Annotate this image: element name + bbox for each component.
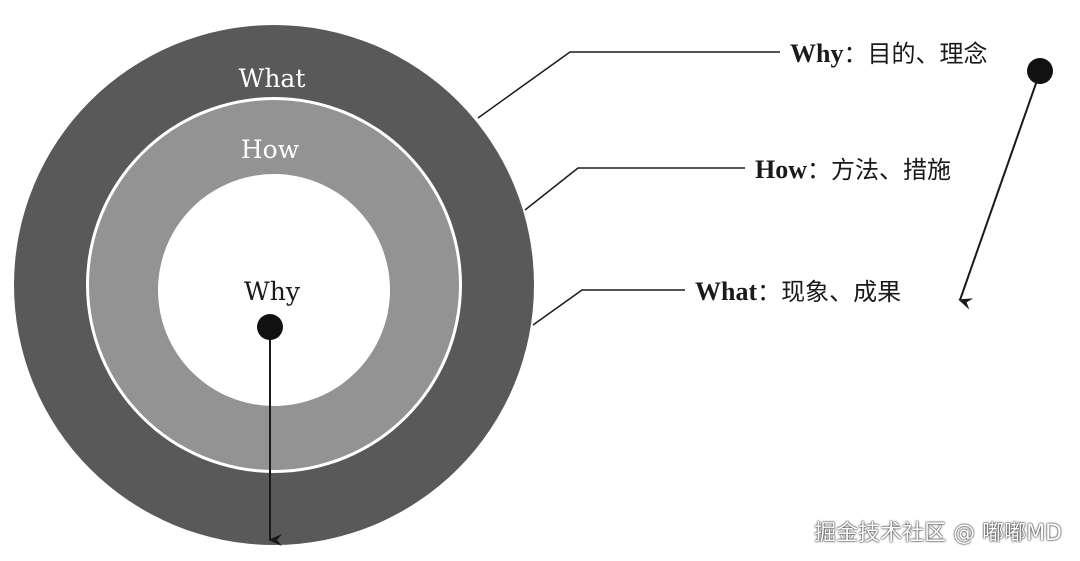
callout-why-desc: ：目的、理念 xyxy=(843,40,987,68)
center-dot xyxy=(257,314,283,340)
leader-line-how xyxy=(524,167,745,211)
sequence-start-dot xyxy=(1027,58,1053,84)
watermark-text: 掘金技术社区 @ 嘟嘟MD xyxy=(814,521,1062,546)
leader-line-what xyxy=(532,289,685,326)
sequence-arrow-line xyxy=(958,71,1041,310)
callout-how-term: How xyxy=(755,155,807,184)
callout-what: What：现象、成果 xyxy=(695,277,901,306)
callout-how: How：方法、措施 xyxy=(755,155,951,184)
ring-label-what: What xyxy=(239,64,306,93)
callout-why: Why：目的、理念 xyxy=(790,39,987,68)
callout-what-desc: ：现象、成果 xyxy=(757,278,901,306)
leader-line-why xyxy=(477,51,780,119)
callout-how-desc: ：方法、措施 xyxy=(807,156,951,184)
callout-what-term: What xyxy=(695,277,757,306)
ring-label-why: Why xyxy=(244,277,301,306)
callout-why-term: Why xyxy=(790,39,843,68)
inner-circle-why xyxy=(158,174,390,406)
ring-label-how: How xyxy=(241,135,300,164)
